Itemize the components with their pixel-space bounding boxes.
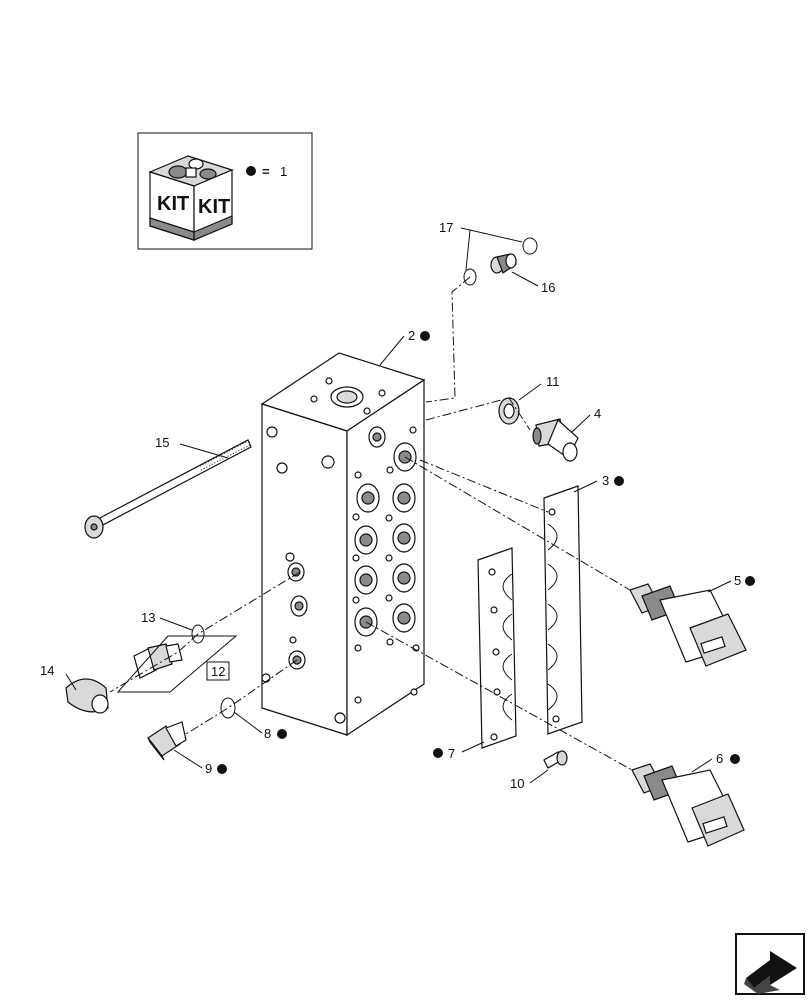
kit-bullet-icon [277,729,287,739]
bracket-plate-part [543,485,583,735]
kit-bullet-icon [420,331,430,341]
callout-label-7: 7 [448,746,455,761]
solenoid-valve-part-lower [631,763,745,847]
pressure-switch-part [532,418,579,462]
kit-bullet-icon [614,476,624,486]
callout-label-5: 5 [734,573,741,588]
callout-label-13: 13 [141,610,155,625]
callout-label-17: 17 [439,220,453,235]
small-screw-part [543,750,568,769]
kit-legend: KIT KIT = 1 [137,132,313,250]
valve-block [260,352,426,737]
callout-labels: 2 3 4 5 6 7 8 9 10 11 12 13 14 15 16 17 [40,220,755,791]
o-ring-pair-part [463,237,538,286]
kit-legend-frame [137,132,313,250]
callout-label-15: 15 [155,435,169,450]
kit-label-left: KIT [157,193,189,215]
kit-bullet-icon [217,764,227,774]
assembly-centerlines [109,276,633,771]
legend-value: 1 [280,164,287,179]
legend-equals: = [262,164,270,179]
fitting-bracket-outline [116,635,238,693]
callout-label-3: 3 [602,473,609,488]
callout-label-16: 16 [541,280,555,295]
plug-part [490,253,517,274]
washer-part [498,397,520,425]
kit-bullet-icon [730,754,740,764]
callout-label-12: 12 [211,664,225,679]
kit-box-icon: KIT KIT [148,155,234,241]
cap-part [65,678,109,714]
bracket-plate-part-lower [477,547,517,749]
callout-label-11: 11 [546,374,560,389]
callout-label-4: 4 [594,406,601,421]
callout-label-9: 9 [205,761,212,776]
valve-ports [352,426,420,704]
navigation-arrow-icon[interactable] [735,933,805,995]
callout-box-12 [206,661,230,681]
callout-label-14: 14 [40,663,54,678]
kit-bullet-icon [246,166,256,176]
solenoid-valve-part-upper [629,583,747,667]
callout-label-2: 2 [408,328,415,343]
callout-label-6: 6 [716,751,723,766]
long-bolt-part [84,439,252,539]
kit-bullet-icon [745,576,755,586]
o-ring-part-8 [220,697,236,719]
fitting-part [133,643,183,679]
callout-label-10: 10 [510,776,524,791]
callout-leaders [65,227,732,784]
hex-plug-part [147,721,187,761]
kit-label-right: KIT [198,196,230,218]
kit-bullet-icon [433,748,443,758]
o-ring-part-13 [191,624,205,644]
callout-label-8: 8 [264,726,271,741]
